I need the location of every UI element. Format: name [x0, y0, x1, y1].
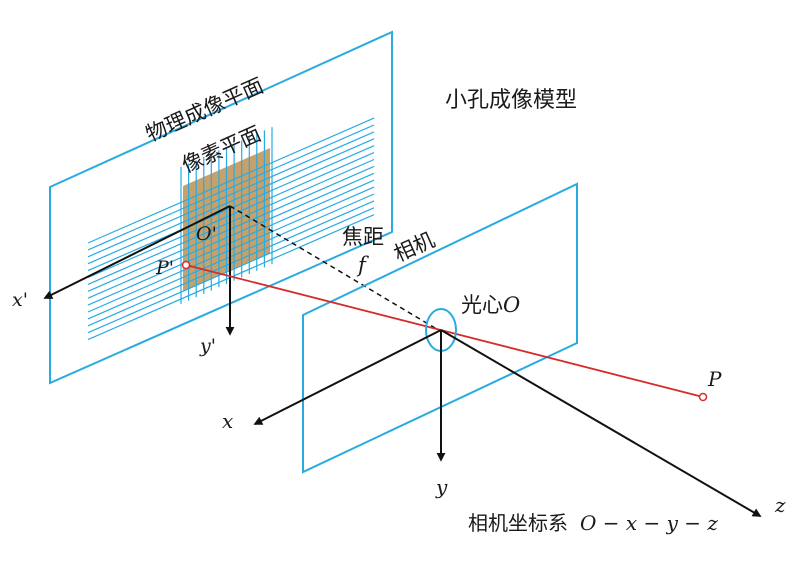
focal-symbol-label: f — [356, 253, 369, 277]
camera-y-axis-label: y — [435, 475, 448, 499]
pixel-grid-row-line — [87, 138, 375, 265]
pixel-grid-row-line — [87, 117, 375, 244]
image-y-axis-label: y' — [199, 335, 216, 357]
world-point-marker — [698, 392, 708, 402]
image-x-axis-arrow — [43, 205, 231, 299]
image-point-label: P' — [155, 257, 174, 279]
principal-point-label: O' — [196, 223, 217, 245]
camera-z-axis-arrow — [440, 329, 762, 517]
world-point-label: P — [707, 367, 722, 391]
optical-center-label: 光心O — [461, 293, 520, 317]
camera-z-axis-label: z — [774, 493, 786, 517]
image-x-axis-label: x' — [12, 289, 28, 311]
physical-imaging-plane — [49, 30, 393, 385]
pixel-grid-row-line — [87, 124, 375, 251]
pixel-grid-row-line — [87, 131, 375, 258]
camera-x-axis-label: x — [222, 409, 233, 433]
focal-length-dashed-line — [229, 205, 441, 332]
camera-x-axis-arrow — [253, 329, 442, 425]
title-label: 小孔成像模型 — [445, 88, 577, 113]
focal-length-label: 焦距 — [342, 225, 384, 249]
camera-plane — [302, 182, 578, 474]
image-point-marker — [181, 260, 191, 270]
